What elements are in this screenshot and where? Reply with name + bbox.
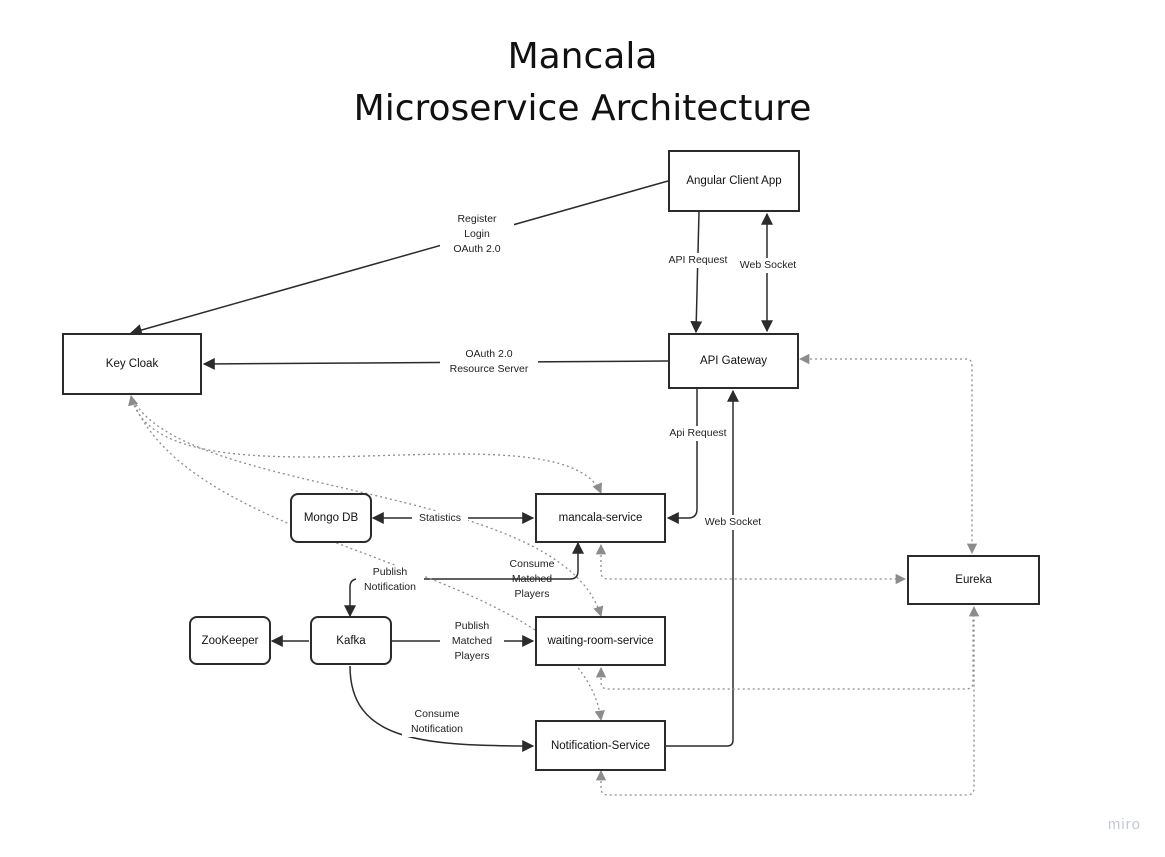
edge-label-web-socket-top: Web Socket — [735, 258, 801, 273]
keycloak-node: Key Cloak — [62, 333, 202, 395]
diagram-title-line2: Microservice Architecture — [353, 88, 812, 129]
edge-label-web-socket-mid: Web Socket — [701, 515, 765, 530]
edge-mancala-eureka — [595, 543, 907, 585]
edge-label-publish-matched-players: Publish Matched Players — [440, 619, 504, 664]
edge-label-consume-notification: Consume Notification — [402, 707, 472, 737]
edge-gateway-eureka — [798, 353, 978, 555]
edge-notification-to-gateway — [666, 389, 739, 747]
edge-angular-to-keycloak — [129, 180, 669, 336]
angular-client-app-node: Angular Client App — [668, 150, 800, 212]
edge-label-register-login: Register Login OAuth 2.0 — [440, 212, 514, 257]
edge-label-consume-matched-players: Consume Matched Players — [509, 558, 555, 600]
diagram-title-line1: Mancala — [507, 36, 658, 77]
notification-service-node: Notification-Service — [535, 720, 666, 771]
miro-watermark: miro — [1107, 816, 1141, 833]
edge-label-oauth-resource-server: OAuth 2.0 Resource Server — [440, 347, 538, 377]
mancala-service-node: mancala-service — [535, 493, 666, 543]
edge-gateway-to-mancala — [666, 389, 698, 524]
eureka-node: Eureka — [907, 555, 1040, 605]
edge-angular-to-gateway — [690, 211, 703, 334]
edge-mancala-kafka — [344, 541, 584, 618]
edge-keycloak-mancala — [128, 394, 602, 494]
mongo-db-node: Mongo DB — [290, 493, 372, 543]
edge-label-api-request: API Request — [664, 253, 732, 268]
edge-gateway-to-keycloak — [202, 357, 669, 370]
waiting-room-service-node: waiting-room-service — [535, 616, 666, 666]
kafka-node: Kafka — [310, 616, 392, 665]
api-gateway-node: API Gateway — [668, 333, 799, 389]
edge-kafka-to-notification — [349, 665, 535, 752]
edge-label-statistics: Statistics — [412, 511, 468, 526]
edge-label-publish-notification: Publish Notification — [356, 565, 424, 595]
edge-notification-eureka — [595, 605, 980, 796]
zookeeper-node: ZooKeeper — [189, 616, 271, 665]
edge-keycloak-notification — [130, 395, 605, 722]
edge-label-api-request-lower: Api Request — [664, 426, 732, 441]
